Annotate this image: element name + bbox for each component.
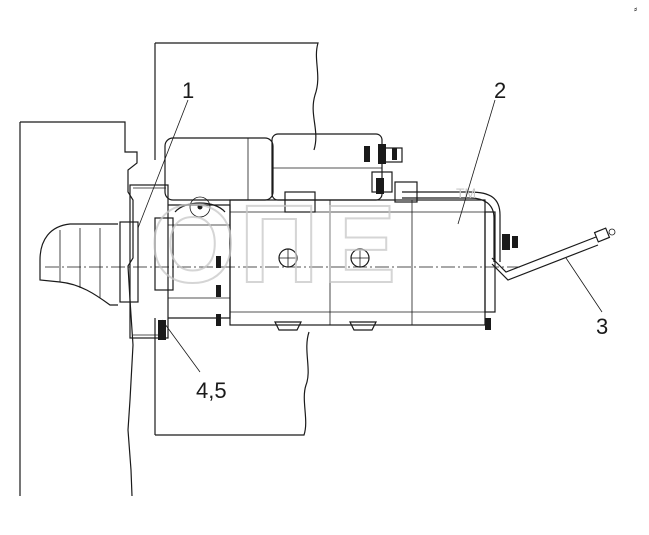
starter-pinion <box>39 223 118 306</box>
callout-2: 2 <box>494 78 506 103</box>
callout-4-5: 4,5 <box>196 378 227 403</box>
svg-text:ОПЕ: ОПЕ <box>150 183 400 306</box>
leader-lines <box>137 99 603 373</box>
corner-mark: ⸗ <box>634 4 638 15</box>
svg-text:TM: TM <box>456 185 476 201</box>
callout-1: 1 <box>182 78 194 103</box>
mounting-bolts <box>158 248 491 340</box>
watermark: ОПЕ TM <box>149 182 476 307</box>
ground-cable <box>402 191 616 281</box>
callout-3: 3 <box>596 314 608 339</box>
flywheel-housing <box>19 121 138 497</box>
terminal-bolts <box>189 144 397 218</box>
